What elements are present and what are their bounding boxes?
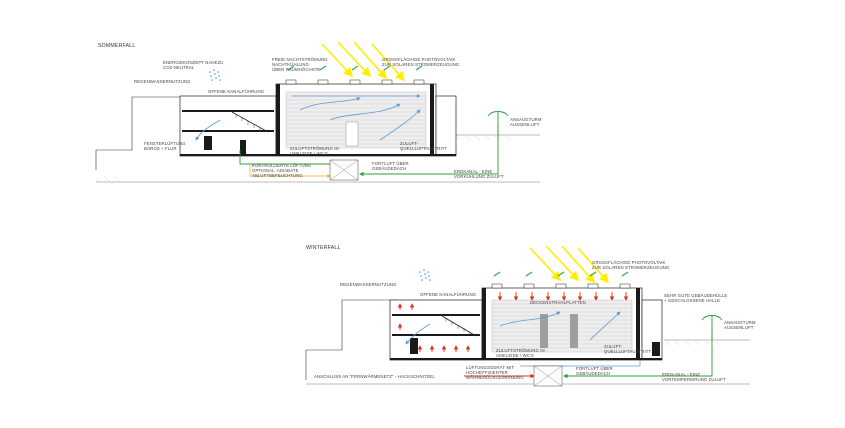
winter-intake-tower [701,315,723,340]
winter-label-ceiling-radiant: DECKENSTRAHLPLATTEN [530,300,586,305]
summer-label-controlled-1: KONTROLLIERTE LÜFTUNG [252,163,312,168]
summer-label-supply-1: ZULUFT- [400,141,419,146]
summer-label-controlled-3: ABLUFTBEFEUCHTUNG [252,173,303,178]
summer-label-pv-2: ZUR SOLAREN STROMERZEUGUNG [382,62,460,67]
summer-label-earth-1: ERDKANAL - EINE [454,169,492,174]
summer-label-window-2: BÜROS + FLUR [144,146,177,151]
summer-rain-icon [209,69,221,81]
winter-label-exhaust-1: ZULUFTSTRÖMUNG IN [496,348,545,353]
summer-airflow [195,94,421,141]
winter-label-pv-1: GROSSFLÄCHIGE PHOTOVOLTAIK [592,260,666,265]
summer-pv-panels [287,65,423,71]
summer-building [179,79,457,157]
summer-sun-rays [321,41,406,82]
summer-label-controlled-2: OPTIONAL: ADIABATE [252,168,299,173]
summer-supply-duct [239,124,499,177]
winter-label-supply-1: ZULUFT- [604,344,623,349]
winter-supply-duct [563,326,713,379]
summer-label-exhaust-2: UMKLEIDE / WC'S [290,151,328,156]
summer-label-energy-2: CO2-NEUTRAL [163,65,195,70]
winter-label-open-channel: OFFENE KANALFÜHRUNG [420,292,477,297]
summer-label-tower-1: ANSAUGTURM [510,117,542,122]
summer-label-energy-1: ENERGIEKONZEPT NAHEZU [163,60,224,65]
winter-section: WINTERFALL [305,245,756,387]
winter-pv-panels [493,271,629,277]
summer-control-duct [249,164,331,178]
winter-label-roof-2: GEBÄUDEDACH [576,371,610,376]
winter-label-rainwater: REGENWASSERNUTZUNG [340,282,397,287]
winter-label-recovery-3: WÄRMERÜCKGEWINNUNG [466,375,524,380]
winter-airflow [405,311,621,345]
winter-building [389,283,663,361]
summer-site-outline [95,96,190,170]
summer-label-supply-2: QUELLLUFTAUSTRITT [400,146,447,151]
summer-label-free-night-2: NACHTKÜHLUNG [272,62,310,67]
summer-intake-tower [487,111,509,136]
summer-label-free-night-1: FREIE NACHTSTRÖMUNG [272,57,328,62]
summer-label-exhaust-1: ZULUFTSTRÖMUNG IN [290,146,339,151]
winter-ground-hatch [664,340,721,346]
winter-label-roof-1: FORTLUFT ÜBER [576,366,613,371]
winter-label-tower-2: AUSSENLUFT [724,325,754,330]
winter-label-tower-1: ANSAUGTURM [724,320,756,325]
summer-label-window-1: FENSTERLÜFTUNG [144,141,186,146]
summer-title: SOMMERFALL [98,43,135,49]
winter-label-recovery-2: HOCHEFFIZIENTER [466,370,508,375]
summer-ground-hatch [95,135,511,183]
winter-title: WINTERFALL [306,245,341,251]
summer-label-rainwater: REGENWASSERNUTZUNG [134,79,191,84]
summer-label-pv-1: GROSSFLÄCHIGE PHOTOVOLTAIK [382,57,456,62]
winter-label-supply-2: QUELLLUFTAUSTRITT [604,349,651,354]
winter-label-earth-1: ERDKANAL - EINE [662,372,700,377]
summer-section: SOMMERFALL [95,41,542,183]
winter-rain-icon [419,269,431,281]
summer-label-roof-1: FORTLUFT ÜBER [372,161,409,166]
summer-label-tower-2: AUSSENLUFT [510,122,540,127]
winter-label-district-heat: ANSCHLUSS AN "FERNWÄRMENETZ" - HACKSCHNI… [314,374,435,379]
summer-label-earth-2: VORKÜHLUNG ZULUFT [454,174,504,179]
winter-sun-rays [529,245,610,284]
winter-label-recovery-1: LÜFTUNGSGERÄT MIT [466,365,514,370]
summer-label-free-night-3: ÜBER RAUMHÖCHSTE [272,67,320,72]
winter-site-outline [305,299,398,380]
winter-label-envelope-2: + GESCHLOSSENE HALLE [664,298,720,303]
winter-radiant-heat [397,292,629,352]
winter-label-envelope-1: SEHR GUTE GEBÄUDEHÜLLE [664,293,727,298]
winter-label-pv-2: ZUR SOLAREN STROMERZEUGUNG [592,265,670,270]
winter-label-earth-2: VORTEMPERIERUNG ZULUFT [662,377,726,382]
summer-label-open-channel: OFFENE KANALFÜHRUNG [208,89,265,94]
winter-label-exhaust-2: UMKLEIDE / WC'S [496,353,534,358]
summer-label-roof-2: GEBÄUDEDACH [372,166,406,171]
